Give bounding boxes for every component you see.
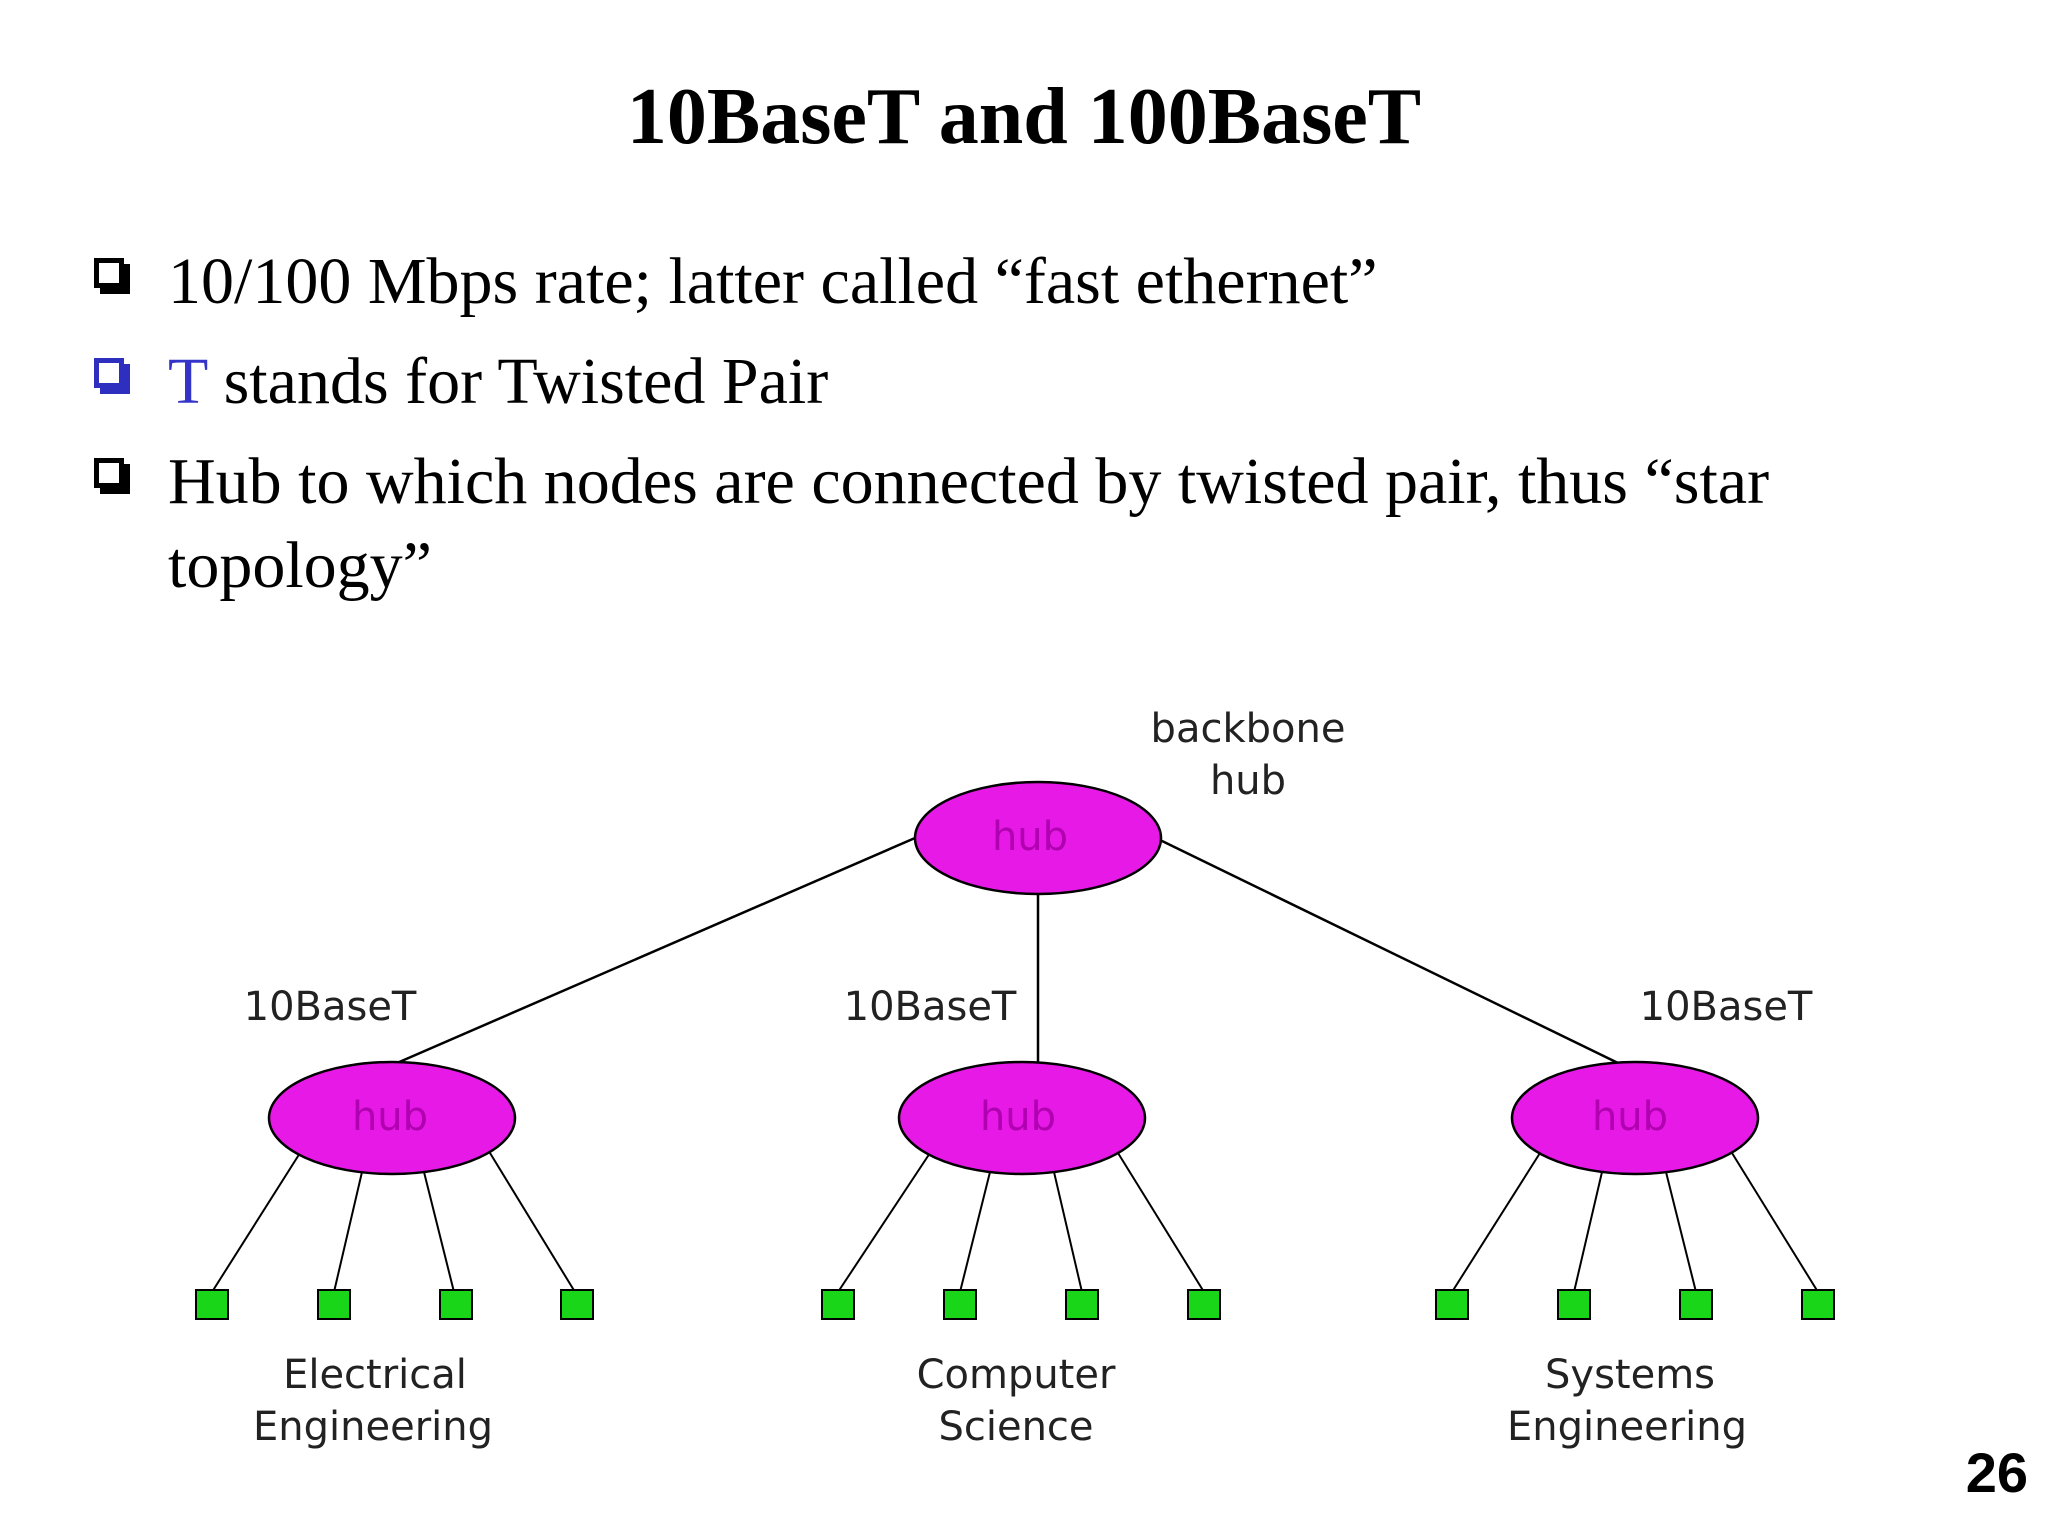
backbone-hub-label: hub [992,814,1068,860]
link-label-left: 10BaseT [244,984,417,1030]
dept-computer-line-1: Computer [917,1352,1116,1398]
backbone-label-line-2: hub [1210,758,1286,804]
dept-electrical-line-1: Electrical [283,1352,467,1398]
hub-electrical-engineering [267,1060,517,1176]
node-square [1557,1289,1591,1320]
node-square [1801,1289,1835,1320]
node-link [333,1171,363,1293]
node-link [1053,1171,1083,1293]
hub-electrical-engineering-label: hub [352,1094,428,1140]
node-square [1187,1289,1221,1320]
node-link [489,1152,576,1293]
backbone-link-right [1159,838,1619,1065]
link-label-center: 10BaseT [844,984,1017,1030]
node-square [821,1289,855,1320]
bullet-3-line-2: topology” [168,529,432,602]
checkbox-bullet-icon [94,258,130,294]
node-square [317,1289,351,1320]
bullet-3-line-1: Hub to which nodes are connected by twis… [168,445,1770,518]
node-square [1679,1289,1713,1320]
backbone-hub [913,780,1163,896]
node-link [1665,1171,1697,1293]
node-square [943,1289,977,1320]
node-link [211,1152,301,1293]
node-link [1117,1152,1205,1293]
node-link [1451,1152,1541,1293]
node-link [423,1171,455,1293]
node-square [560,1289,594,1320]
node-square [1065,1289,1099,1320]
bullet-2-rest: stands for Twisted Pair [207,345,829,418]
node-link [1731,1152,1819,1293]
slide-title: 10BaseT and 100BaseT [626,73,1422,161]
end-nodes [195,1289,1835,1320]
checkbox-bullet-icon [94,358,130,394]
node-square [195,1289,229,1320]
dept-electrical-line-2: Engineering [253,1404,493,1450]
hub-computer-science [897,1060,1147,1176]
page-number: 26 [1965,1441,2028,1504]
dept-computer-line-2: Science [938,1404,1093,1450]
bullet-1-text: 10/100 Mbps rate; latter called “fast et… [168,245,1378,318]
hub-computer-science-label: hub [980,1094,1056,1140]
node-link [959,1171,991,1293]
bullet-2-text: T stands for Twisted Pair [168,340,828,424]
node-square [1435,1289,1469,1320]
dept-systems-line-1: Systems [1545,1352,1715,1398]
backbone-label-line-1: backbone [1151,706,1346,752]
bullet-2-accent: T [168,345,208,418]
hub-systems-engineering-label: hub [1592,1094,1668,1140]
dept-systems-line-2: Engineering [1507,1404,1747,1450]
hub-systems-engineering [1510,1060,1760,1176]
link-label-right: 10BaseT [1640,984,1813,1030]
checkbox-bullet-icon [94,458,130,494]
node-link [837,1152,931,1293]
node-link [1573,1171,1603,1293]
backbone-link-left [396,836,916,1065]
node-square [439,1289,473,1320]
